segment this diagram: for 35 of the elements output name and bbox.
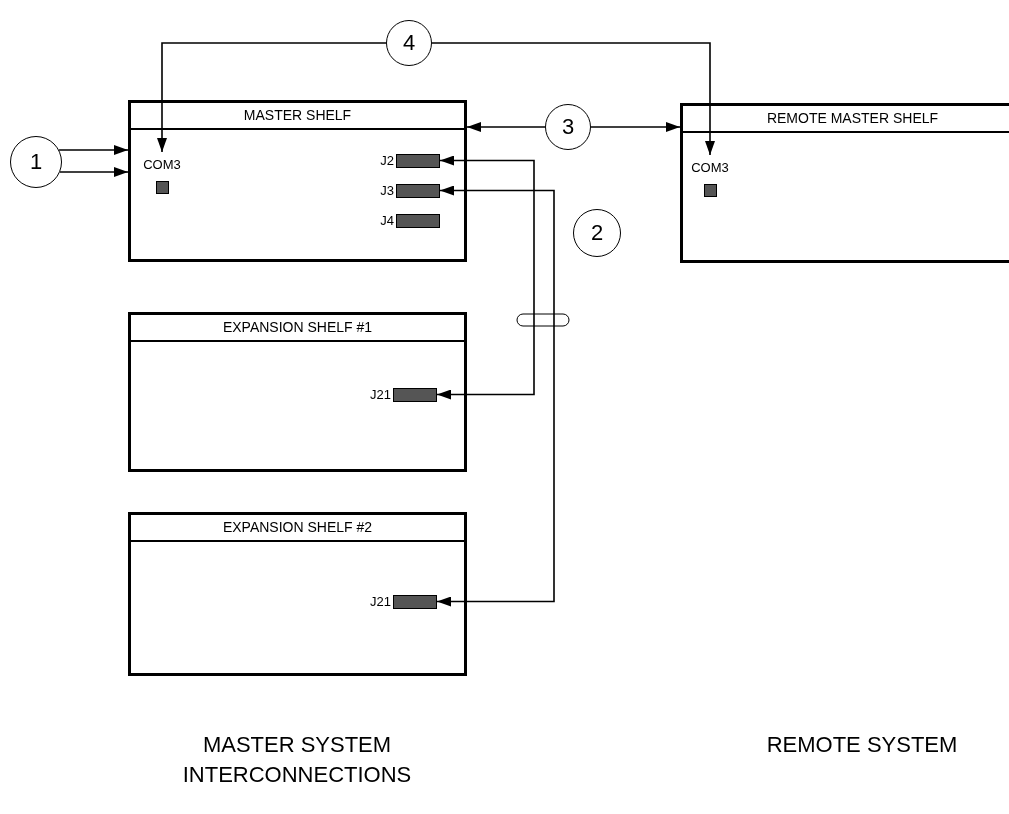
arrow bbox=[59, 167, 129, 177]
caption-text: REMOTE SYSTEM bbox=[765, 731, 959, 759]
shelf-panel bbox=[128, 100, 467, 262]
port-label: J4 bbox=[380, 213, 394, 228]
cable-line bbox=[436, 185, 555, 607]
connector-port bbox=[368, 387, 437, 402]
caption-text: MASTER SYSTEM INTERCONNECTIONS bbox=[181, 731, 413, 789]
callout-number: 4 bbox=[402, 31, 416, 55]
callout-circle bbox=[386, 20, 432, 66]
shelf-panel bbox=[680, 103, 1009, 263]
callout-circle bbox=[573, 209, 621, 257]
port-label: COM3 bbox=[143, 157, 181, 173]
port-label: J21 bbox=[370, 594, 391, 609]
callout-number: 3 bbox=[561, 115, 575, 139]
arrow bbox=[157, 42, 387, 153]
port-label: J3 bbox=[380, 183, 394, 198]
port-label: COM3 bbox=[691, 160, 729, 176]
arrow bbox=[590, 122, 681, 132]
arrow bbox=[58, 145, 129, 155]
shelf-title: REMOTE MASTER SHELF bbox=[766, 110, 939, 126]
arrow bbox=[431, 42, 715, 156]
cable-line bbox=[436, 155, 535, 400]
callout-circle bbox=[10, 136, 62, 188]
shelf-title: MASTER SHELF bbox=[243, 107, 352, 123]
arrow bbox=[466, 122, 546, 132]
port-label: J21 bbox=[370, 387, 391, 402]
callout-circle bbox=[545, 104, 591, 150]
shelf-panel bbox=[128, 512, 467, 676]
shelf-title: EXPANSION SHELF #1 bbox=[222, 319, 373, 335]
connector-port bbox=[368, 594, 437, 609]
shelf-panel bbox=[128, 312, 467, 472]
port-label: J2 bbox=[380, 153, 394, 168]
callout-number: 1 bbox=[29, 150, 43, 174]
callout-number: 2 bbox=[590, 221, 604, 245]
shelf-title: EXPANSION SHELF #2 bbox=[222, 519, 373, 535]
